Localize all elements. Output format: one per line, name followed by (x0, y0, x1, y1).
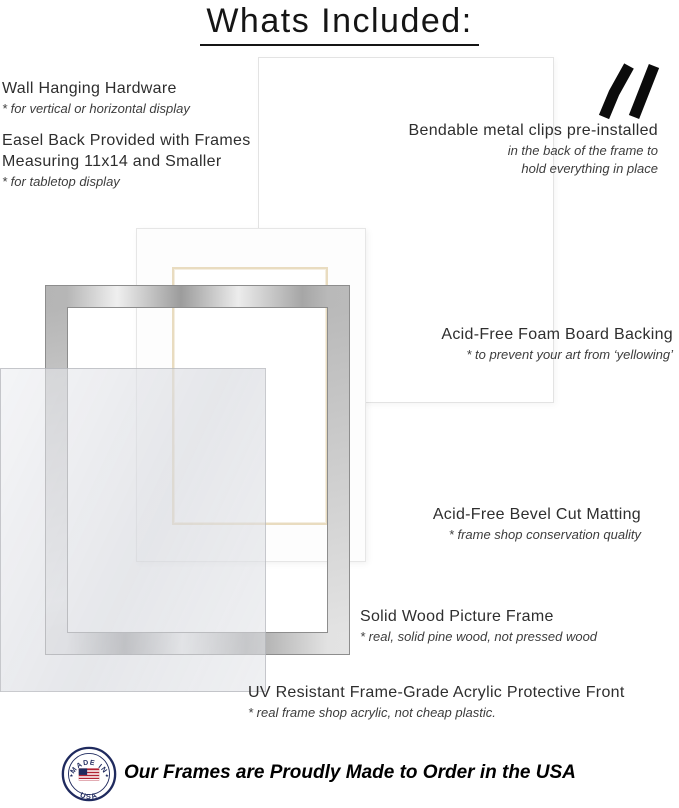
bendable-clips-icon (596, 62, 662, 120)
foam-board-note: * to prevent your art from ‘yellowing’ (466, 347, 673, 362)
svg-text:★: ★ (105, 773, 110, 778)
easel-back-line2: Measuring 11x14 and Smaller (2, 153, 222, 170)
wall-hanging-note: * for vertical or horizontal display (2, 101, 190, 116)
wall-hanging-heading: Wall Hanging Hardware (2, 80, 177, 97)
clips-note2: hold everything in place (521, 161, 658, 176)
made-in-usa-seal-icon: MADE IN USA ★ ★ (61, 745, 117, 803)
easel-back-line1: Easel Back Provided with Frames (2, 132, 251, 149)
seal-bottom-text: USA (79, 790, 98, 801)
acrylic-note: * real frame shop acrylic, not cheap pla… (248, 705, 496, 720)
clips-heading: Bendable metal clips pre-installed (408, 122, 658, 139)
easel-back-note: * for tabletop display (2, 174, 120, 189)
page-title: Whats Included: (200, 2, 479, 46)
title-wrap: Whats Included: (0, 2, 679, 46)
svg-text:USA: USA (79, 790, 100, 801)
frame-note: * real, solid pine wood, not pressed woo… (360, 629, 598, 644)
matting-note: * frame shop conservation quality (448, 527, 641, 542)
easel-back-label: Easel Back Provided with Frames Measurin… (2, 130, 251, 190)
matting-heading: Acid-Free Bevel Cut Matting (432, 506, 641, 523)
clips-label: Bendable metal clips pre-installed in th… (409, 120, 658, 177)
frame-label: Solid Wood Picture Frame * real, solid p… (360, 606, 597, 645)
seal-flag (78, 768, 100, 781)
acrylic-label: UV Resistant Frame-Grade Acrylic Protect… (248, 682, 625, 721)
footer-text: Our Frames are Proudly Made to Order in … (124, 762, 576, 783)
acrylic-heading: UV Resistant Frame-Grade Acrylic Protect… (248, 684, 625, 701)
svg-text:★: ★ (69, 773, 74, 778)
matting-label: Acid-Free Bevel Cut Matting * frame shop… (433, 504, 641, 543)
acrylic-front-graphic (0, 368, 266, 692)
wall-hanging-label: Wall Hanging Hardware * for vertical or … (2, 78, 190, 117)
frame-heading: Solid Wood Picture Frame (360, 608, 554, 625)
clips-note1: in the back of the frame to (507, 143, 658, 158)
foam-board-label: Acid-Free Foam Board Backing * to preven… (441, 324, 673, 363)
clips-icon-svg (598, 63, 660, 120)
foam-board-heading: Acid-Free Foam Board Backing (441, 326, 673, 343)
seal-svg: MADE IN USA ★ ★ (61, 746, 117, 802)
